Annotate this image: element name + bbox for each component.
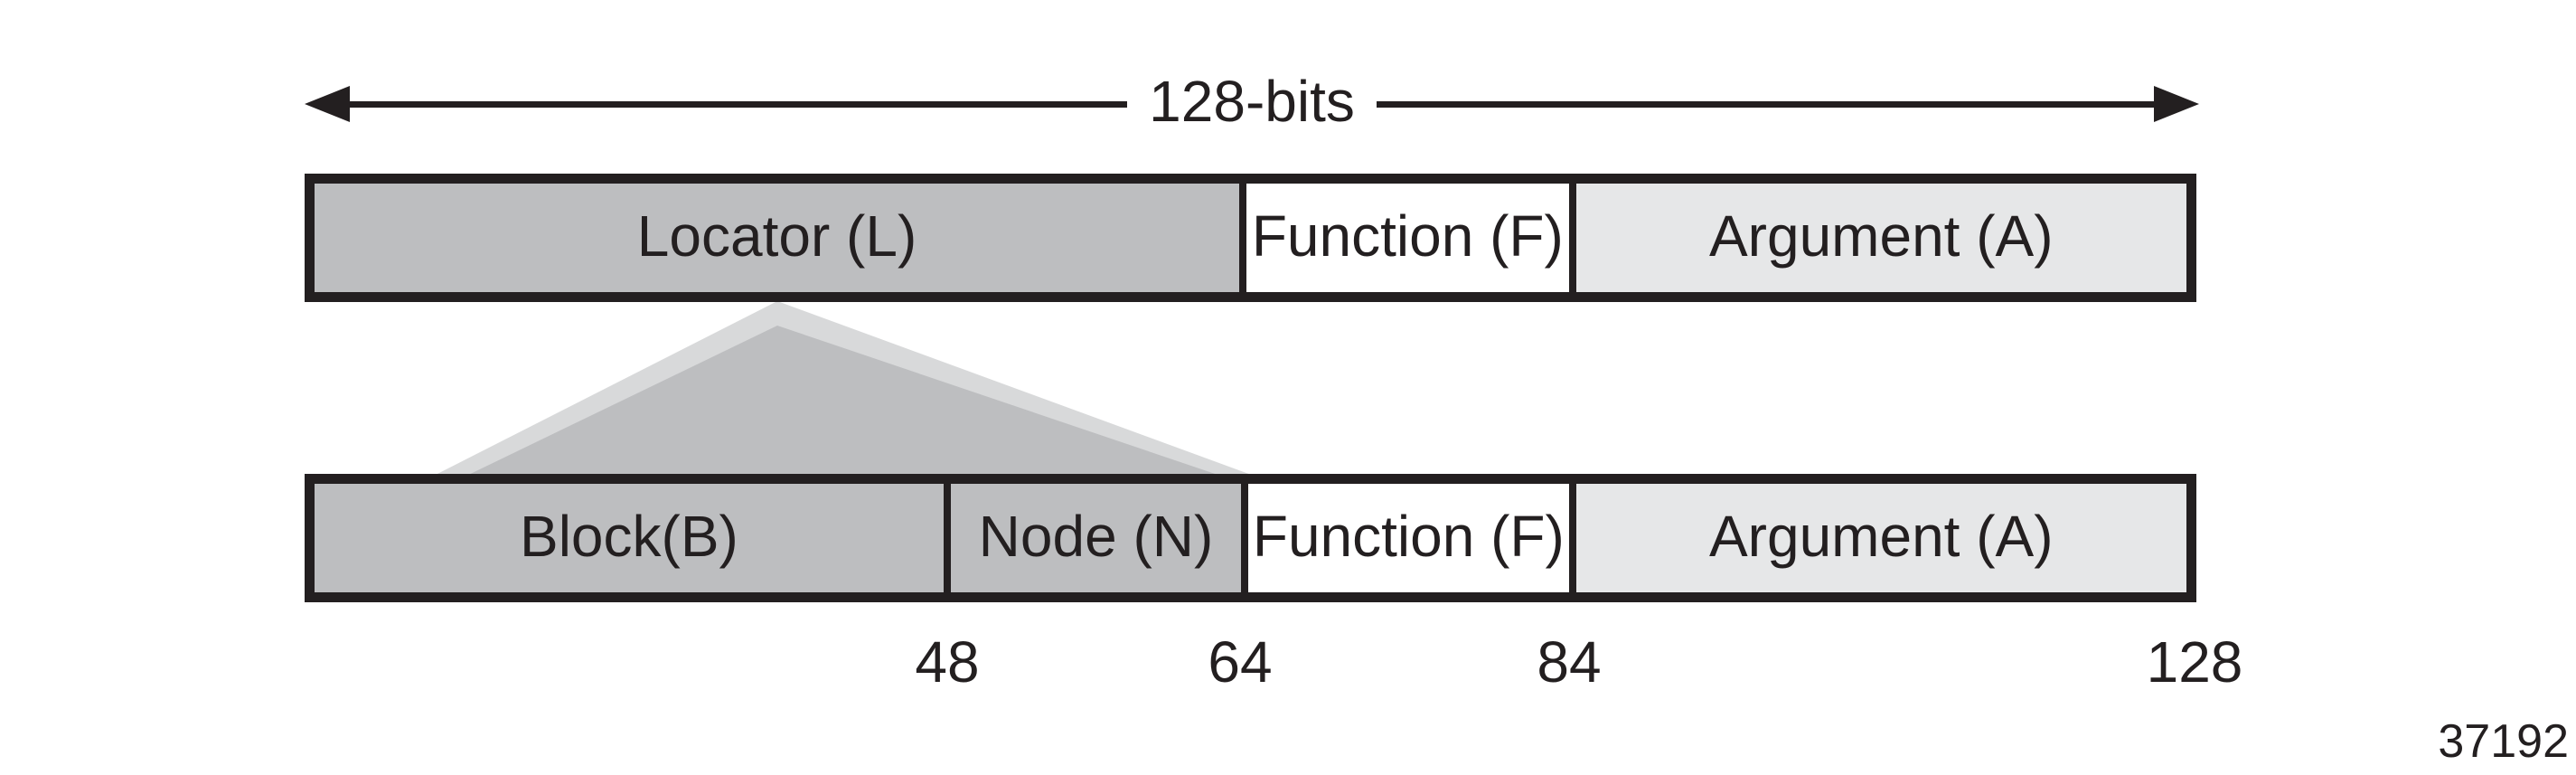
segment-function-label: Function (F) [1251,203,1564,269]
top-bit-field-bar: Locator (L) Function (F) Argument (A) [305,174,2196,302]
bit-tick-64: 64 [1208,629,1273,695]
arrow-line-left [350,100,1128,108]
segment-function-expanded: Function (F) [1241,484,1569,592]
segment-argument-expanded: Argument (A) [1568,484,2186,592]
segment-argument-label: Argument (A) [1708,203,2054,269]
bit-tick-128: 128 [2146,629,2243,695]
segment-function: Function (F) [1239,184,1569,292]
arrow-line-right [1376,100,2154,108]
figure-number: 37192 [2438,715,2569,768]
arrowhead-right-icon [2154,86,2199,122]
segment-locator-label: Locator (L) [636,203,917,269]
arrowhead-left-icon [305,86,350,122]
expanded-bit-field-bar: Block(B) Node (N) Function (F) Argument … [305,474,2196,602]
segment-argument: Argument (A) [1568,184,2186,292]
bit-tick-84: 84 [1537,629,1602,695]
segment-function-expanded-label: Function (F) [1252,504,1565,569]
segment-block: Block(B) [315,484,944,592]
bit-width-arrow: 128-bits [305,72,2199,136]
segment-argument-expanded-label: Argument (A) [1708,504,2054,569]
bit-tick-48: 48 [915,629,980,695]
bit-width-label: 128-bits [1149,69,1355,134]
expansion-triangle-inner [459,326,1231,479]
segment-node-label: Node (N) [978,504,1214,569]
segment-locator: Locator (L) [315,184,1240,292]
segment-node: Node (N) [943,484,1242,592]
segment-block-label: Block(B) [520,504,738,569]
